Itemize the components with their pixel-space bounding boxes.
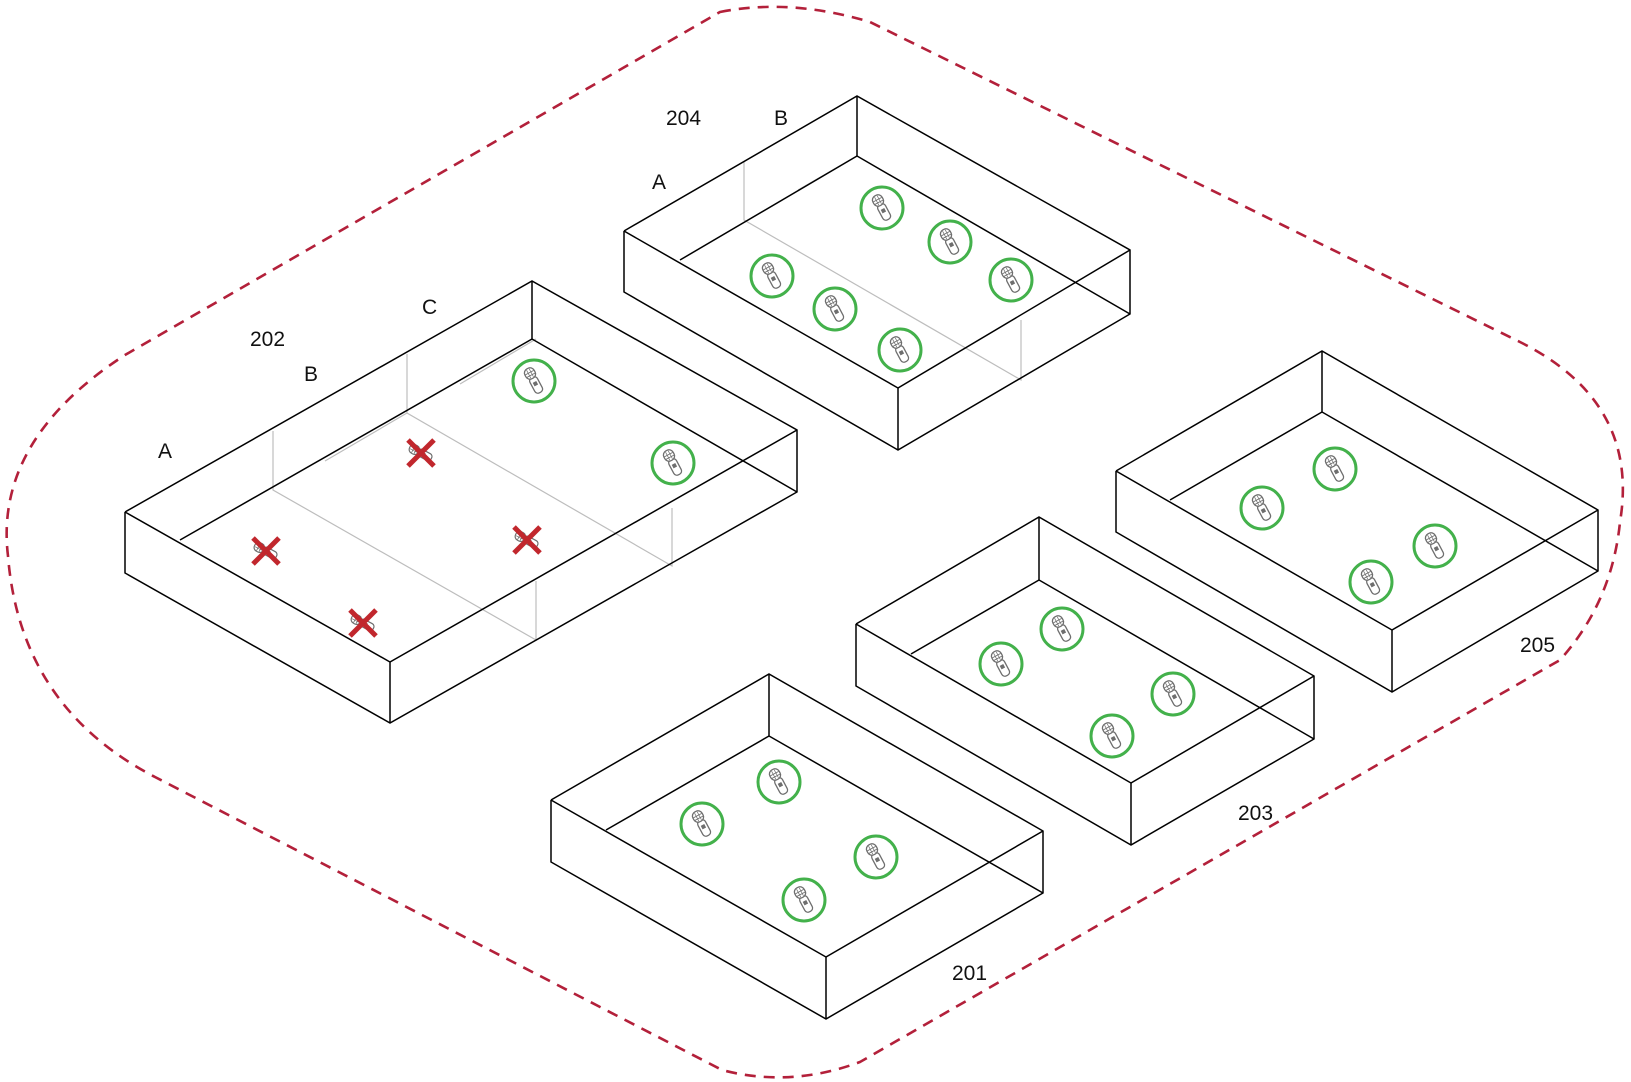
room-202-zone-c-label: C — [422, 296, 437, 319]
microphone-icon — [812, 286, 858, 332]
microphone-x-icon — [348, 608, 378, 638]
room-204-label: 204 — [666, 107, 701, 130]
microphone-icon — [1150, 671, 1196, 717]
room-outline — [124, 280, 798, 724]
microphone-icon — [1239, 485, 1285, 531]
room-202-label: 202 — [250, 328, 285, 351]
room-205-label: 205 — [1520, 634, 1555, 657]
microphone-icon — [1039, 606, 1085, 652]
divider-line — [272, 338, 673, 642]
microphone-icon — [988, 257, 1034, 303]
microphone-icon — [749, 253, 795, 299]
room-outline — [1115, 350, 1599, 693]
microphone-x-icon — [251, 536, 281, 566]
microphone-icon — [756, 759, 802, 805]
microphones-layer — [251, 185, 1458, 923]
room-204-zone-a-label: A — [652, 171, 666, 194]
microphone-icon — [1348, 559, 1394, 605]
room-201-label: 201 — [952, 962, 987, 985]
room-outline — [855, 516, 1315, 846]
room-202-zone-a-label: A — [158, 440, 172, 463]
microphone-icon — [859, 185, 905, 231]
labels-layer: 202 A B C 204 A B 205 203 201 — [158, 107, 1555, 985]
room-201 — [550, 673, 1044, 1020]
microphone-icon — [781, 877, 827, 923]
coverage-boundary — [5, 5, 1625, 1079]
room-202-zone-b-label: B — [304, 363, 318, 386]
microphone-icon — [1089, 713, 1135, 759]
microphone-icon — [650, 440, 696, 486]
microphone-x-icon — [512, 525, 542, 555]
microphone-icon — [877, 327, 923, 373]
room-205 — [1115, 350, 1599, 693]
room-204-zone-b-label: B — [774, 107, 788, 130]
room-204 — [623, 95, 1131, 451]
microphone-icon — [853, 834, 899, 880]
room-outline — [550, 673, 1044, 1020]
microphone-icon — [978, 641, 1024, 687]
microphone-x-icon — [406, 438, 436, 468]
microphone-icon — [679, 801, 725, 847]
microphone-icon — [1312, 446, 1358, 492]
room-203-label: 203 — [1238, 802, 1273, 825]
room-202 — [124, 280, 798, 724]
microphone-icon — [927, 219, 973, 265]
room-outline — [623, 95, 1131, 451]
microphone-icon — [511, 358, 557, 404]
room-203 — [855, 516, 1315, 846]
microphone-icon — [1412, 523, 1458, 569]
